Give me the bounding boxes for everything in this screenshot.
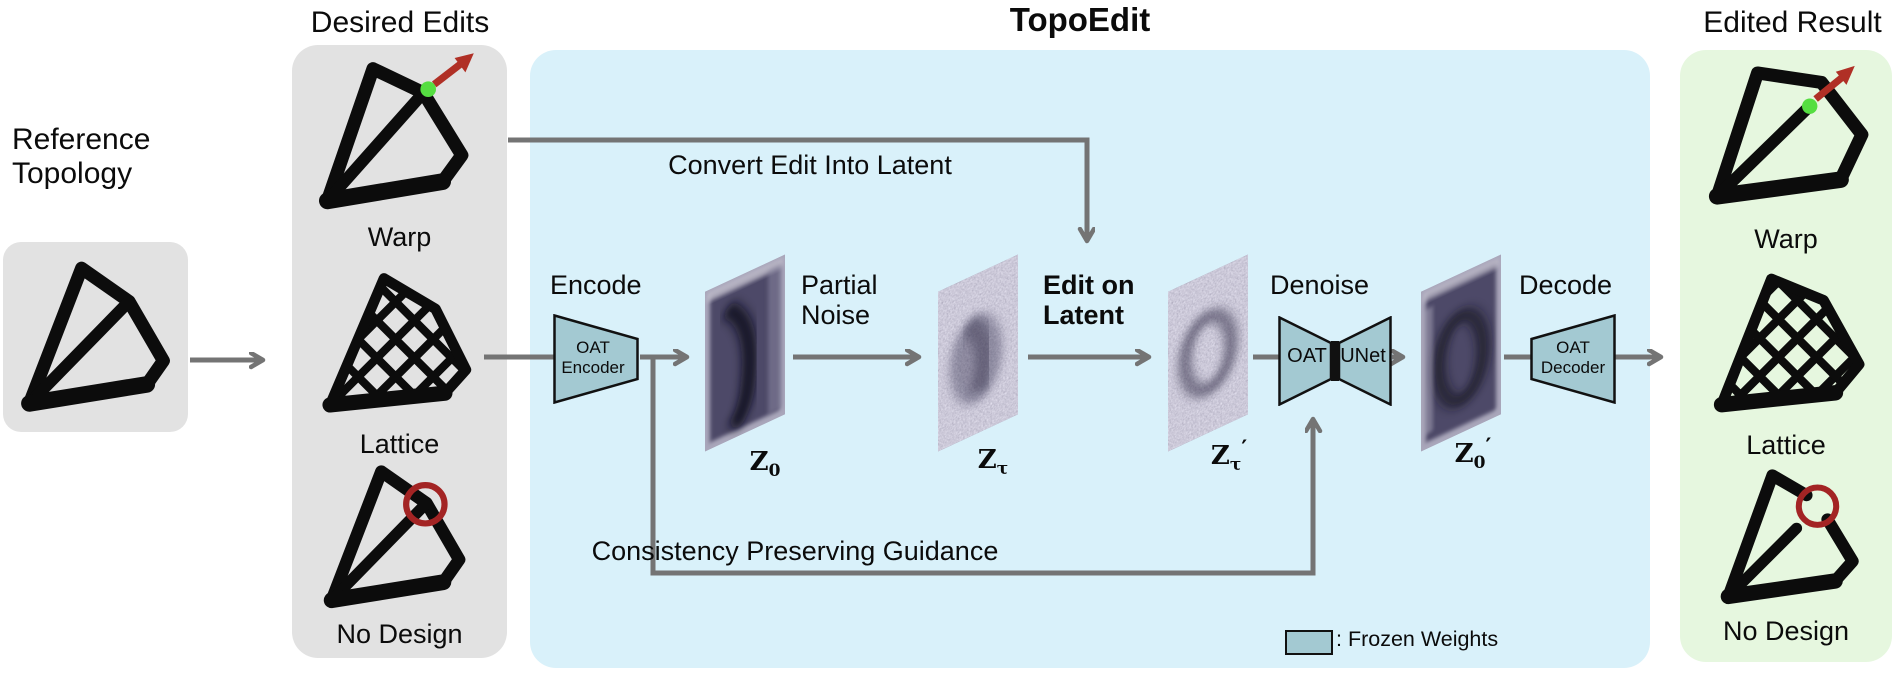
encode-label: Encode <box>550 270 642 300</box>
frozen-weights-swatch <box>1285 630 1333 655</box>
unet-unet-label: UNet <box>1340 345 1386 367</box>
latent-ztau-prime-label: Zτ′ <box>1210 436 1248 475</box>
edited-result-title: Edited Result <box>1703 6 1882 39</box>
result-lattice-image <box>1713 273 1865 413</box>
reference-topology-title: Reference Topology <box>12 123 151 190</box>
topoedit-title: TopoEdit <box>1009 1 1151 38</box>
latent-z0-image <box>705 254 785 452</box>
convert-edit-label: Convert Edit Into Latent <box>668 150 952 180</box>
latent-ztau-image <box>938 254 1018 452</box>
oat-encoder-module <box>553 314 639 404</box>
desired-warp-label: Warp <box>367 222 432 252</box>
latent-z0-prime-image <box>1421 254 1501 452</box>
result-no-design-image <box>1720 469 1859 605</box>
result-warp-image <box>1708 65 1869 205</box>
oat-decoder-label: OAT Decoder <box>1540 338 1606 377</box>
oat-encoder-label: OAT Encoder <box>561 338 625 377</box>
desired-lattice-image <box>322 273 472 413</box>
desired-warp-image <box>319 53 474 210</box>
desired-edits-title: Desired Edits <box>310 6 490 39</box>
desired-lattice-label: Lattice <box>359 429 440 459</box>
result-no-design-circle-icon <box>1795 484 1840 528</box>
decode-label: Decode <box>1519 270 1613 300</box>
arrow-consistency-guidance <box>650 357 1313 576</box>
latent-z0-label: Z0 <box>749 447 781 481</box>
result-warp-point-icon <box>1802 98 1818 114</box>
guidance-label: Consistency Preserving Guidance <box>591 536 999 566</box>
reference-topology-image <box>21 261 170 412</box>
latent-z0-prime-label: Z0′ <box>1454 434 1492 473</box>
partial-noise-label: Partial Noise <box>801 270 878 331</box>
frozen-weights-label: : Frozen Weights <box>1336 627 1499 651</box>
result-warp-arrow-icon <box>1813 65 1855 102</box>
warp-edit-arrow-icon <box>431 53 474 88</box>
oat-decoder-module <box>1530 314 1616 404</box>
result-no-design-label: No Design <box>1722 616 1850 646</box>
desired-no-design-image <box>323 465 466 609</box>
denoise-label: Denoise <box>1270 270 1370 300</box>
result-lattice-label: Lattice <box>1746 430 1826 460</box>
result-warp-label: Warp <box>1754 224 1818 254</box>
warp-edit-point-icon <box>420 81 436 97</box>
no-design-circle-icon <box>403 481 448 527</box>
latent-ztau-prime-image <box>1168 254 1248 452</box>
unet-oat-label: OAT <box>1287 345 1327 367</box>
oat-unet-module <box>1278 316 1392 406</box>
edit-on-latent-label: Edit on Latent <box>1043 270 1135 331</box>
desired-edits-panel <box>292 45 507 658</box>
latent-ztau-label: Zτ <box>977 445 1009 479</box>
desired-no-design-label: No Design <box>336 619 463 649</box>
arrow-convert-edit-into-latent <box>508 137 1087 240</box>
